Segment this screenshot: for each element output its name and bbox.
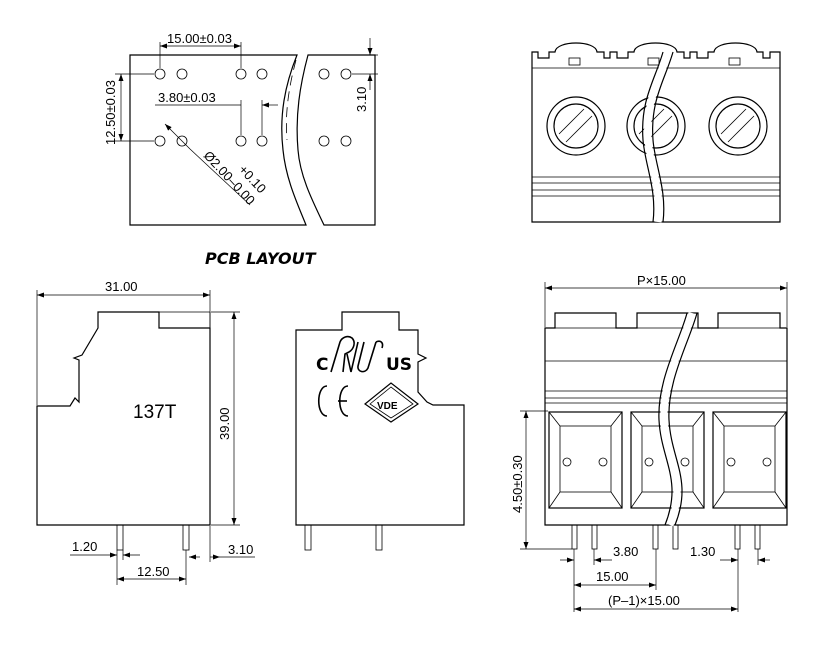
ul-us-mark: US xyxy=(386,355,412,375)
front-dim-height: 4.50±0.30 xyxy=(510,455,525,513)
front-dim-pin: 1.30 xyxy=(690,544,715,559)
vde-mark: VDE xyxy=(377,401,398,412)
pcb-dim-row: 12.50±0.03 xyxy=(103,80,118,145)
side-dim-edge: 3.10 xyxy=(228,542,253,557)
ul-c-mark: C xyxy=(316,355,328,375)
front-dim-offset: 3.80 xyxy=(613,544,638,559)
top-view xyxy=(531,42,781,223)
front-dim-pitch: 15.00 xyxy=(596,569,629,584)
front-view xyxy=(520,282,788,612)
marks-view xyxy=(295,311,465,551)
pcb-layout-view xyxy=(115,38,378,226)
side-dim-width: 31.00 xyxy=(105,279,138,294)
side-view xyxy=(36,290,255,585)
pcb-dim-edge: 3.10 xyxy=(354,87,369,112)
pcb-dim-offset: 3.80±0.03 xyxy=(158,90,216,105)
part-label: 137T xyxy=(133,402,177,423)
side-dim-row: 12.50 xyxy=(137,564,170,579)
side-dim-height: 39.00 xyxy=(217,407,232,440)
pcb-layout-title: PCB LAYOUT xyxy=(205,249,317,268)
front-dim-total: P×15.00 xyxy=(637,273,686,288)
side-dim-pin: 1.20 xyxy=(72,539,97,554)
pcb-dim-pitch: 15.00±0.03 xyxy=(167,31,232,46)
front-dim-span: (P–1)×15.00 xyxy=(608,593,680,608)
